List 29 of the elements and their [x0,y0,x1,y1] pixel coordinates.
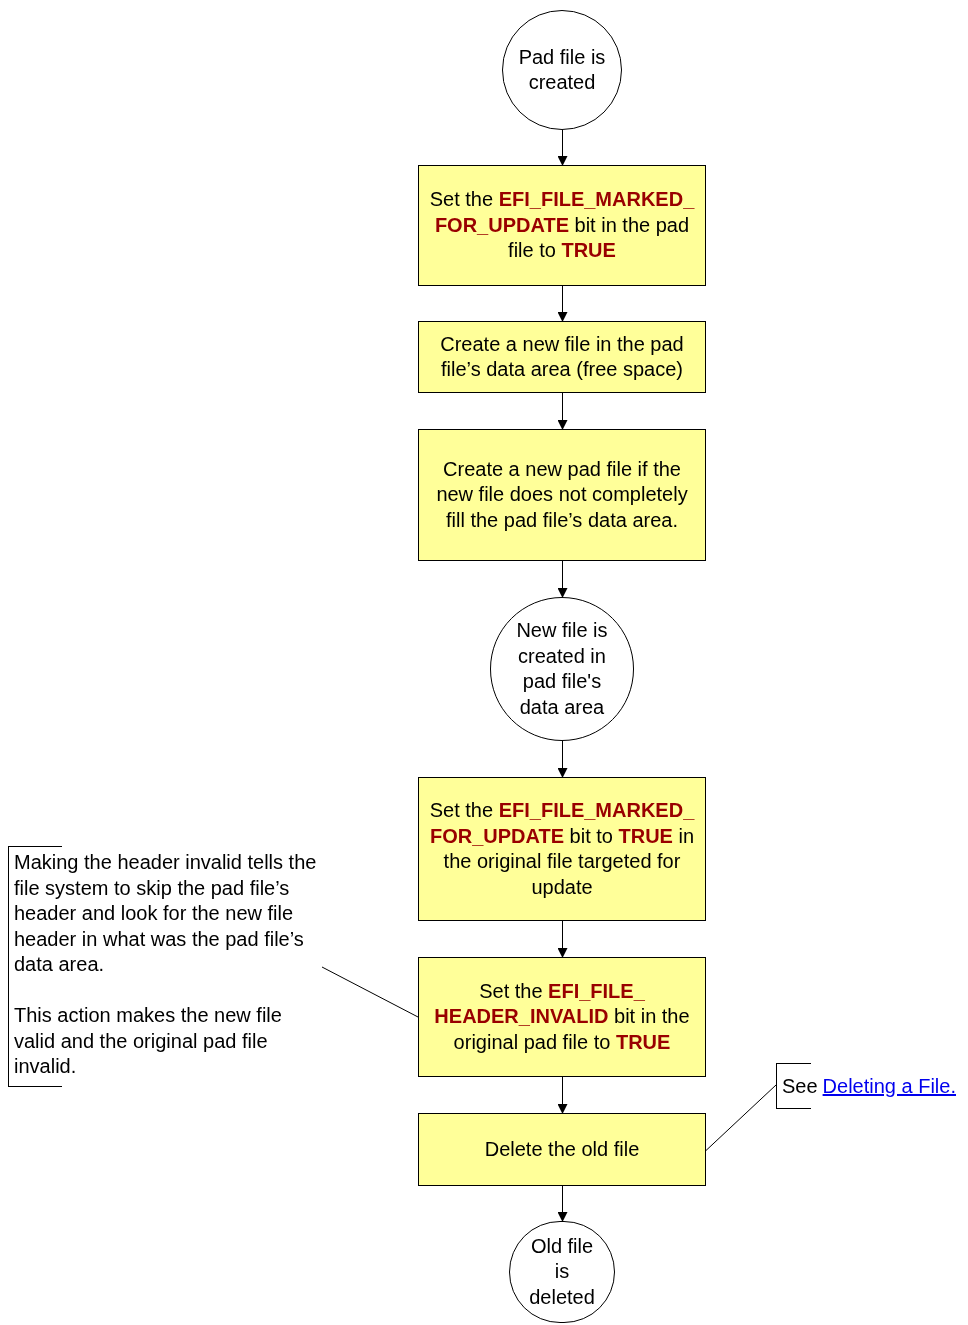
node-text: Set the EFI_FILE_ HEADER_INVALID bit in the original pad file to TRUE [433,978,691,1055]
node-text: Pad file is created [517,44,607,95]
link: Deleting a File. [822,1073,956,1099]
process-box [418,1113,706,1186]
arrow [557,129,568,166]
process-box [418,321,706,393]
process-box [418,165,706,286]
leader-line [705,1084,777,1151]
arrow [557,920,568,958]
note-text: See [782,1073,818,1099]
process-box [418,429,706,561]
note-text: Making the header invalid tells the file system to skip the pad file’s header and look for the new file header in what was the pad file’s data area. [14,850,318,977]
arrow [557,560,568,598]
process-box [418,957,706,1077]
arrow [557,392,568,430]
node-text: Create a new file in the pad file’s data area (free space) [439,331,685,382]
arrow [557,740,568,778]
arrow [557,1076,568,1114]
leader-line [321,966,419,1018]
arrow [557,1185,568,1222]
node-text: Old file is deleted [528,1233,596,1310]
node-text: Create a new pad file if the new file does not completely fill the pad file’s data area. [435,456,689,533]
node-text: Set the EFI_FILE_MARKED_ FOR_UPDATE bit in the pad file to TRUE [428,187,696,264]
process-box [418,777,706,921]
node-text: New file is created in pad file's data area [515,618,609,720]
arrow [557,285,568,322]
note-text: This action makes the new file valid and the original pad file invalid. [14,1003,283,1079]
node-text: Set the EFI_FILE_MARKED_ FOR_UPDATE bit to TRUE in the original file targeted for update [428,798,696,900]
node-text: Delete the old file [484,1136,640,1162]
